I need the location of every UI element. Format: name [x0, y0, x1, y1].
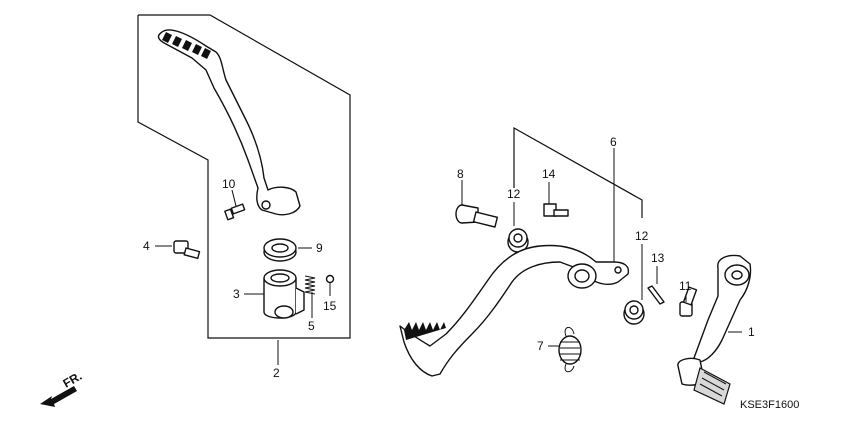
callout-3: 3 [233, 287, 240, 301]
bolt-10 [224, 203, 246, 221]
callout-8: 8 [457, 167, 464, 181]
front-direction-arrow-icon [40, 386, 77, 407]
collar-12-left [507, 228, 529, 253]
pivot-bolt-8 [455, 204, 499, 228]
diagram-code: KSE3F1600 [740, 399, 799, 411]
callout-2: 2 [273, 366, 280, 380]
pin-14 [543, 203, 569, 217]
callout-9: 9 [316, 241, 323, 255]
collar-12-right [623, 300, 645, 325]
gearshift-pedal-1 [677, 254, 752, 405]
seal-9 [263, 238, 297, 262]
callout-15: 15 [323, 299, 337, 313]
brake-group-bracket [513, 126, 643, 218]
callout-14: 14 [542, 167, 556, 181]
callout-7: 7 [537, 339, 544, 353]
bolt-4 [173, 240, 201, 260]
callout-12-left: 12 [507, 187, 521, 201]
callout-6: 6 [610, 135, 617, 149]
cotter-pin-13 [647, 285, 665, 305]
callout-11: 11 [679, 279, 692, 293]
callout-5: 5 [308, 319, 315, 333]
kick-boss-3 [263, 269, 305, 319]
brake-pedal-6 [399, 244, 630, 377]
callout-12-right: 12 [635, 229, 649, 243]
spring-7 [558, 327, 582, 373]
callout-1: 1 [748, 325, 755, 339]
spring-5 [304, 275, 316, 295]
front-direction-label: FR. [61, 369, 85, 391]
kick-starter-arm [157, 29, 301, 216]
callout-10: 10 [222, 177, 236, 191]
callout-13: 13 [651, 251, 665, 265]
kick-group-boundary [137, 14, 351, 339]
ball-15 [325, 274, 335, 284]
callout-4: 4 [143, 239, 150, 253]
